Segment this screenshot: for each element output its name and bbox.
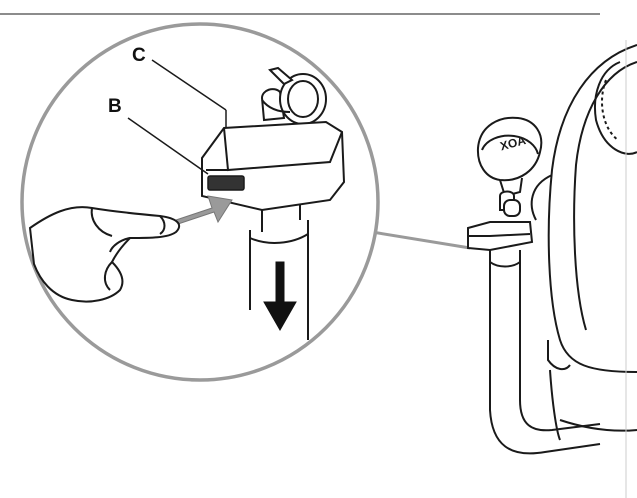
press-tab (207, 175, 245, 191)
fitting-detail (467, 190, 534, 252)
fuel-cap (476, 116, 543, 198)
fitting-knob (260, 66, 327, 125)
pull-direction-arrow (263, 261, 297, 332)
cap-label: XOA (499, 133, 528, 153)
callout-b: B (108, 96, 122, 117)
magnifier-connector (371, 230, 471, 250)
engine-tank (530, 44, 637, 441)
hose-magnified (249, 220, 309, 340)
callout-c: C (132, 45, 146, 66)
hand-illustration (28, 206, 181, 303)
hose-detail (489, 250, 601, 455)
magnifier-circle (20, 22, 380, 382)
leader-lines (127, 59, 227, 175)
